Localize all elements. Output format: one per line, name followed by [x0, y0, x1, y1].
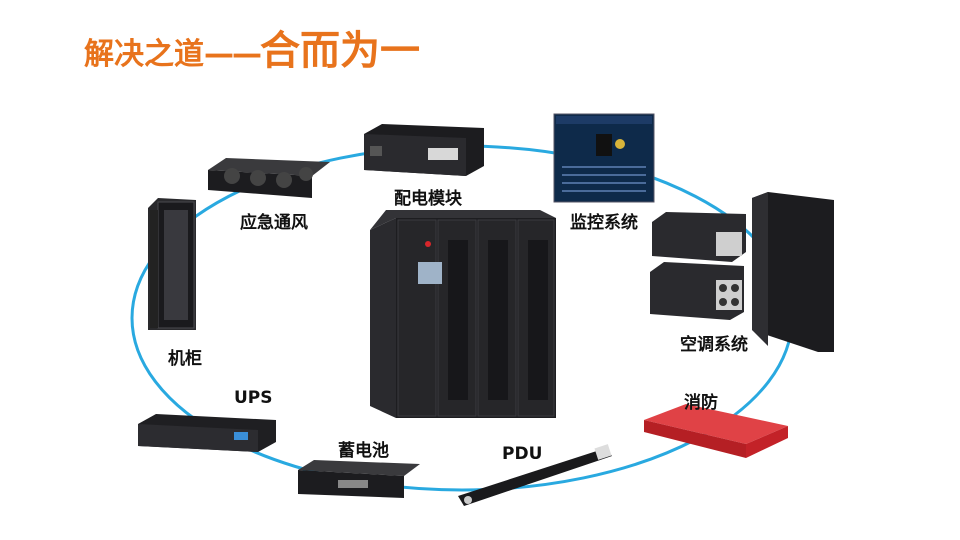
page-title: 解决之道——合而为一	[84, 18, 420, 76]
title-dash: ——	[204, 37, 262, 72]
ups-device	[138, 414, 276, 452]
title-part2: 合而为一	[260, 28, 420, 74]
label-ups: UPS	[234, 388, 273, 408]
ac-units	[650, 212, 746, 320]
ventilation-device	[208, 158, 330, 198]
pdu-device	[458, 444, 612, 506]
title-part1: 解决之道	[84, 37, 204, 72]
label-air-conditioning: 空调系统	[680, 335, 748, 355]
battery-device	[298, 460, 420, 498]
label-cabinet: 机柜	[168, 349, 202, 369]
label-monitoring-system: 监控系统	[570, 213, 638, 233]
label-pdu: PDU	[502, 444, 543, 464]
monitoring-screen	[553, 113, 655, 203]
central-cabinet-cluster	[370, 210, 556, 418]
label-battery: 蓄电池	[338, 441, 389, 461]
label-power-module: 配电模块	[394, 189, 462, 209]
fire-protection-device	[644, 404, 788, 458]
power-module-device	[364, 124, 484, 176]
label-fire-protection: 消防	[684, 393, 718, 413]
rack-cabinet	[148, 198, 196, 330]
ac-tall-cabinet	[752, 192, 834, 352]
label-emergency-ventilation: 应急通风	[240, 213, 308, 233]
